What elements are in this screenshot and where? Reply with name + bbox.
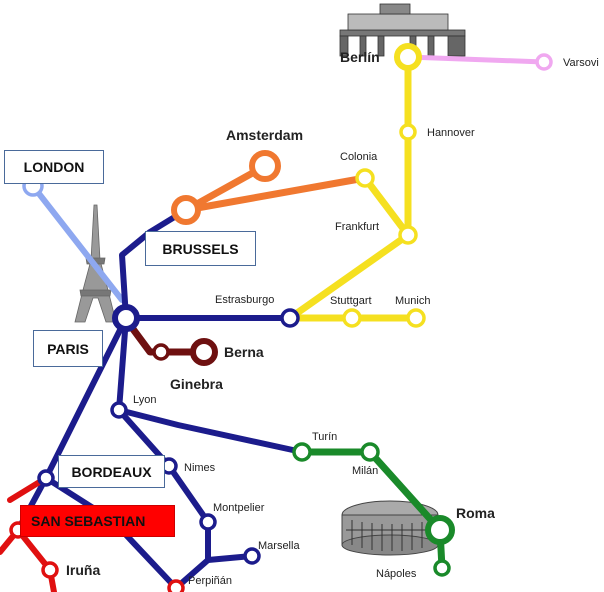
line-berna xyxy=(126,321,208,356)
station-roma[interactable] xyxy=(425,515,455,545)
line-london xyxy=(30,183,125,303)
line-italy xyxy=(298,448,446,572)
label-berlin: Berlín xyxy=(340,49,380,65)
label-estrasburgo: Estrasburgo xyxy=(215,294,274,306)
station-marsella[interactable] xyxy=(243,547,261,565)
station-varsovia[interactable] xyxy=(535,53,553,71)
station-hannover[interactable] xyxy=(399,123,417,141)
brandenburg-gate-icon xyxy=(339,3,466,57)
label-box-london: LONDON xyxy=(4,150,104,184)
label-iruna: Iruña xyxy=(66,562,100,578)
station-montpelier[interactable] xyxy=(199,513,217,531)
label-berna: Berna xyxy=(224,344,264,360)
line-lyon-nimes xyxy=(116,407,211,591)
station-stuttgart[interactable] xyxy=(342,308,362,328)
label-stuttgart: Stuttgart xyxy=(330,295,372,307)
label-nimes: Nimes xyxy=(184,462,216,474)
label-box-brussels: BRUSSELS xyxy=(145,231,256,266)
station-amsterdam[interactable] xyxy=(249,150,281,182)
line-paris-lyon xyxy=(116,315,129,413)
station-ginebra[interactable] xyxy=(152,343,170,361)
label-roma: Roma xyxy=(456,505,495,521)
station-estrasburgo[interactable] xyxy=(280,308,300,328)
station-napoles[interactable] xyxy=(433,559,451,577)
label-amsterdam: Amsterdam xyxy=(226,127,303,143)
label-varsovia: Varsovi xyxy=(563,57,599,69)
station-bordeaux[interactable] xyxy=(37,469,55,487)
label-lyon: Lyon xyxy=(133,394,156,406)
label-marsella: Marsella xyxy=(258,540,300,552)
label-box-paris: PARIS xyxy=(33,330,103,367)
station-munich[interactable] xyxy=(406,308,426,328)
station-perpinan[interactable] xyxy=(167,579,185,592)
label-napoles: Nápoles xyxy=(376,568,417,580)
station-frankfurt[interactable] xyxy=(398,225,418,245)
station-berlin[interactable] xyxy=(394,43,422,71)
station-paris[interactable] xyxy=(112,304,140,332)
label-box-san-sebastian: SAN SEBASTIAN xyxy=(20,505,175,537)
label-box-bordeaux: BORDEAUX xyxy=(58,455,165,488)
station-lyon[interactable] xyxy=(110,401,128,419)
label-munich: Munich xyxy=(395,295,430,307)
label-montpelier: Montpelier xyxy=(213,502,265,514)
label-perpinan: Perpiñán xyxy=(188,575,232,587)
station-colonia[interactable] xyxy=(355,168,375,188)
station-brussels[interactable] xyxy=(171,195,201,225)
station-milan[interactable] xyxy=(360,442,380,462)
station-iruna[interactable] xyxy=(41,561,59,579)
label-frankfurt: Frankfurt xyxy=(335,221,379,233)
label-milan: Milán xyxy=(352,465,378,477)
line-lyon-turin xyxy=(116,407,305,455)
line-paris-brussels xyxy=(119,207,189,321)
colosseum-icon xyxy=(341,500,439,556)
label-colonia: Colonia xyxy=(340,151,378,163)
line-varsovia xyxy=(405,54,547,65)
label-hannover: Hannover xyxy=(427,127,475,139)
station-turin[interactable] xyxy=(292,442,312,462)
line-colonia xyxy=(361,174,412,239)
station-berna[interactable] xyxy=(190,338,218,366)
label-turin: Turín xyxy=(312,431,337,443)
label-ginebra: Ginebra xyxy=(170,376,223,392)
